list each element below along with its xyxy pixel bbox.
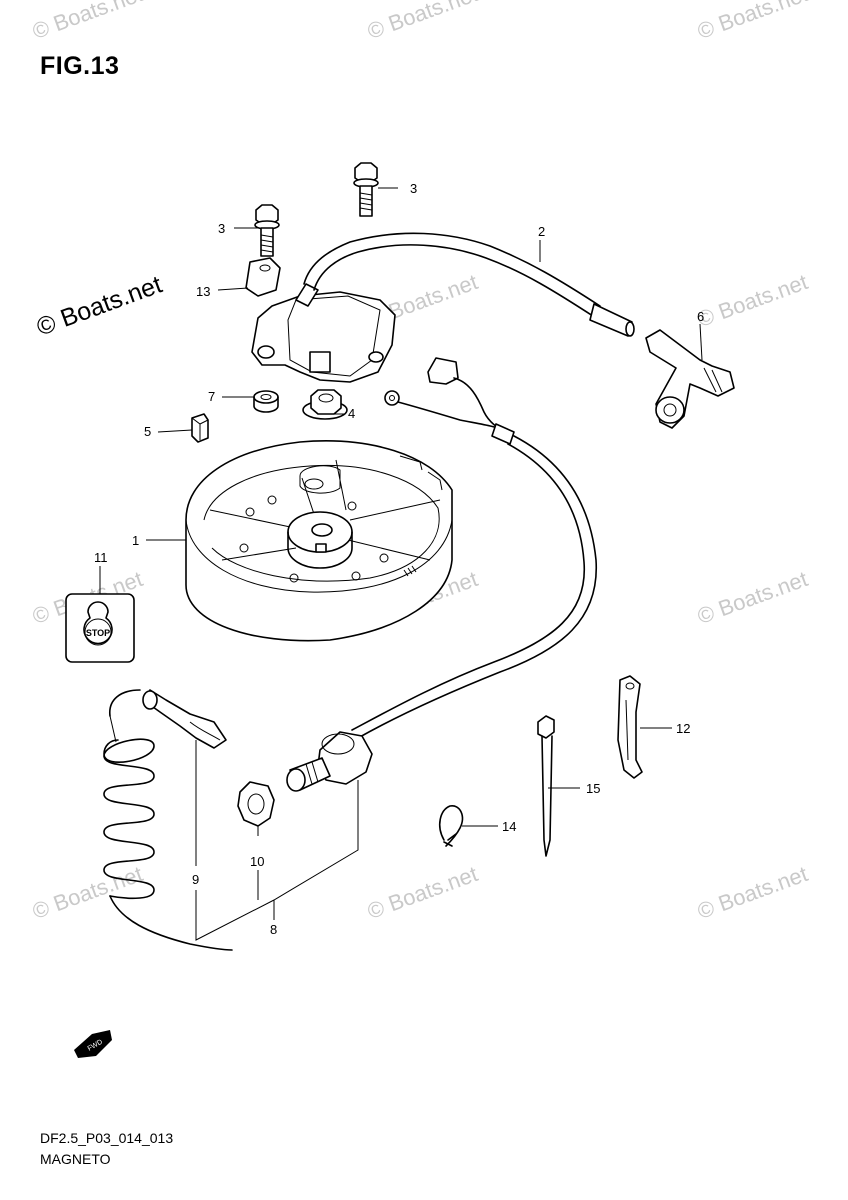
- clip-14: [438, 805, 464, 847]
- bracket-12: [617, 675, 643, 779]
- callout-4: 4: [348, 406, 355, 421]
- fwd-arrow-icon: FWD: [74, 1030, 112, 1058]
- callout-9: 9: [192, 872, 199, 887]
- callout-12: 12: [676, 721, 690, 736]
- stop-lanyard: [103, 689, 233, 951]
- plate-13: [245, 257, 281, 297]
- high-tension-cord: [303, 232, 635, 337]
- figure-name: MAGNETO: [40, 1151, 111, 1167]
- nut-4: [302, 389, 348, 420]
- callout-13: 13: [196, 284, 210, 299]
- leader-lines: [99, 187, 703, 941]
- flywheel: [185, 440, 453, 642]
- callout-6: 6: [697, 309, 704, 324]
- callout-5: 5: [144, 424, 151, 439]
- callout-3: 3: [218, 221, 225, 236]
- nut-10: [237, 781, 275, 827]
- stop-label: STOP: [86, 628, 110, 638]
- callout-7: 7: [208, 389, 215, 404]
- stop-switch-lead: [351, 357, 597, 739]
- figure-code: DF2.5_P03_014_013: [40, 1130, 174, 1146]
- bolt-left: [254, 204, 280, 257]
- callout-3: 3: [410, 181, 417, 196]
- key-5: [191, 413, 209, 443]
- ignition-coil: [251, 283, 396, 383]
- callout-10: 10: [250, 854, 264, 869]
- cable-tie: [537, 715, 555, 857]
- callout-8: 8: [270, 922, 277, 937]
- callout-1: 1: [132, 533, 139, 548]
- callout-14: 14: [502, 819, 516, 834]
- washer-7: [253, 390, 279, 413]
- callout-15: 15: [586, 781, 600, 796]
- plug-cap: [645, 329, 735, 429]
- bolt-upper: [353, 162, 379, 217]
- callout-2: 2: [538, 224, 545, 239]
- callout-11: 11: [94, 550, 108, 565]
- figure-title: FIG.13: [40, 52, 120, 80]
- stop-plate: STOP: [65, 593, 135, 663]
- stop-switch: [286, 731, 373, 792]
